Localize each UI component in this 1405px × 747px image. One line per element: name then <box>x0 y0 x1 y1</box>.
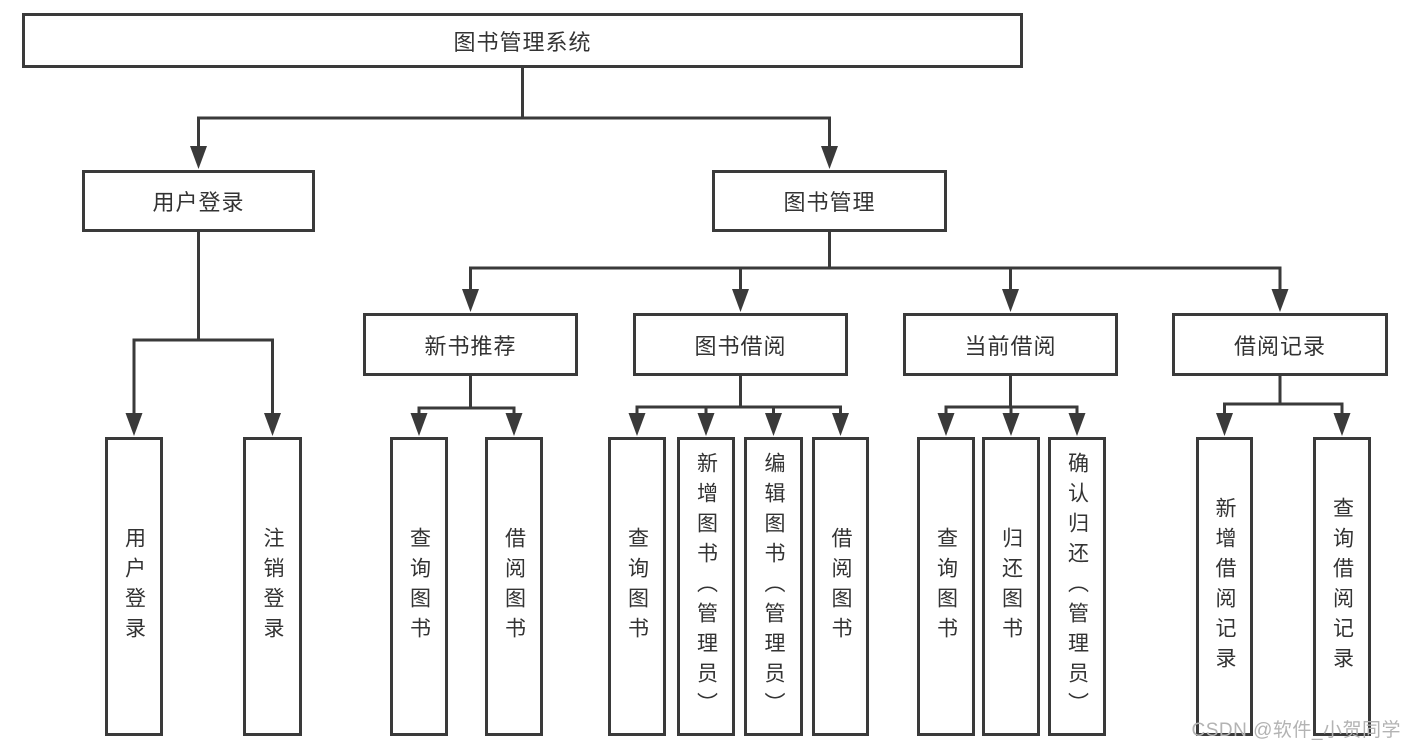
connector-new-book-recommend-children <box>410 376 523 436</box>
leaf-confirm-return-admin: 确认归还（管理员） <box>1048 437 1106 736</box>
leaf-borrow-books: 借阅图书 <box>812 437 869 736</box>
arrowhead-icon <box>1216 413 1233 436</box>
node-book-management: 图书管理 <box>712 170 947 232</box>
leaf-label: 编辑图书（管理员） <box>762 451 785 722</box>
leaf-add-book-admin: 新增图书（管理员） <box>677 437 735 736</box>
leaf-query-borrow-record: 查询借阅记录 <box>1313 437 1371 736</box>
node-new-book-recommend: 新书推荐 <box>363 313 578 376</box>
arrowhead-icon <box>125 413 143 436</box>
connector-borrowing-records-children <box>1216 376 1351 436</box>
arrowhead-icon <box>628 413 646 436</box>
leaf-add-borrow-record: 新增借阅记录 <box>1196 437 1253 736</box>
leaf-label: 注销登录 <box>261 526 284 647</box>
node-borrowing-records: 借阅记录 <box>1172 313 1388 376</box>
leaf-label: 确认归还（管理员） <box>1065 451 1089 722</box>
node-current-borrowing: 当前借阅 <box>903 313 1118 376</box>
leaf-return-book: 归还图书 <box>982 437 1040 736</box>
node-book-borrowing: 图书借阅 <box>633 313 848 376</box>
connector-root-to-level1 <box>190 68 838 169</box>
leaf-label: 查询图书 <box>407 526 431 647</box>
arrowhead-icon <box>190 146 207 169</box>
leaf-label: 新增借阅记录 <box>1213 496 1236 677</box>
leaf-query-books-borrowing: 查询图书 <box>608 437 666 736</box>
connector-user-login-children <box>125 232 281 436</box>
arrowhead-icon <box>832 413 849 436</box>
connector-book-management-children <box>462 232 1289 312</box>
arrowhead-icon <box>1002 413 1020 436</box>
arrowhead-icon <box>821 146 838 169</box>
leaf-label: 查询图书 <box>934 526 958 647</box>
leaf-edit-book-admin: 编辑图书（管理员） <box>744 437 803 736</box>
arrowhead-icon <box>462 289 479 312</box>
arrowhead-icon <box>1068 413 1086 436</box>
arrowhead-icon <box>765 413 782 436</box>
arrowhead-icon <box>264 413 281 436</box>
leaf-label: 用户登录 <box>122 526 146 647</box>
leaf-label: 查询图书 <box>625 526 649 647</box>
leaf-borrow-books-recommend: 借阅图书 <box>485 437 543 736</box>
leaf-query-books-current: 查询图书 <box>917 437 975 736</box>
arrowhead-icon <box>937 413 955 436</box>
arrowhead-icon <box>1002 289 1019 312</box>
arrowhead-icon <box>1271 289 1289 312</box>
arrowhead-icon <box>505 413 523 436</box>
node-user-login: 用户登录 <box>82 170 315 232</box>
leaf-label: 查询借阅记录 <box>1330 496 1354 677</box>
connector-current-borrowing-children <box>937 376 1086 436</box>
node-library-management-system: 图书管理系统 <box>22 13 1023 68</box>
leaf-label: 归还图书 <box>999 526 1023 647</box>
leaf-logout: 注销登录 <box>243 437 302 736</box>
leaf-query-books-recommend: 查询图书 <box>390 437 448 736</box>
leaf-label: 借阅图书 <box>502 526 526 647</box>
leaf-label: 新增图书（管理员） <box>694 451 718 722</box>
arrowhead-icon <box>1333 413 1351 436</box>
connector-book-borrowing-children <box>628 376 849 436</box>
arrowhead-icon <box>697 413 715 436</box>
leaf-user-login: 用户登录 <box>105 437 163 736</box>
arrowhead-icon <box>732 289 749 312</box>
leaf-label: 借阅图书 <box>829 526 852 647</box>
arrowhead-icon <box>410 413 428 436</box>
csdn-watermark: CSDN @软件_小贺同学 <box>1191 720 1401 741</box>
